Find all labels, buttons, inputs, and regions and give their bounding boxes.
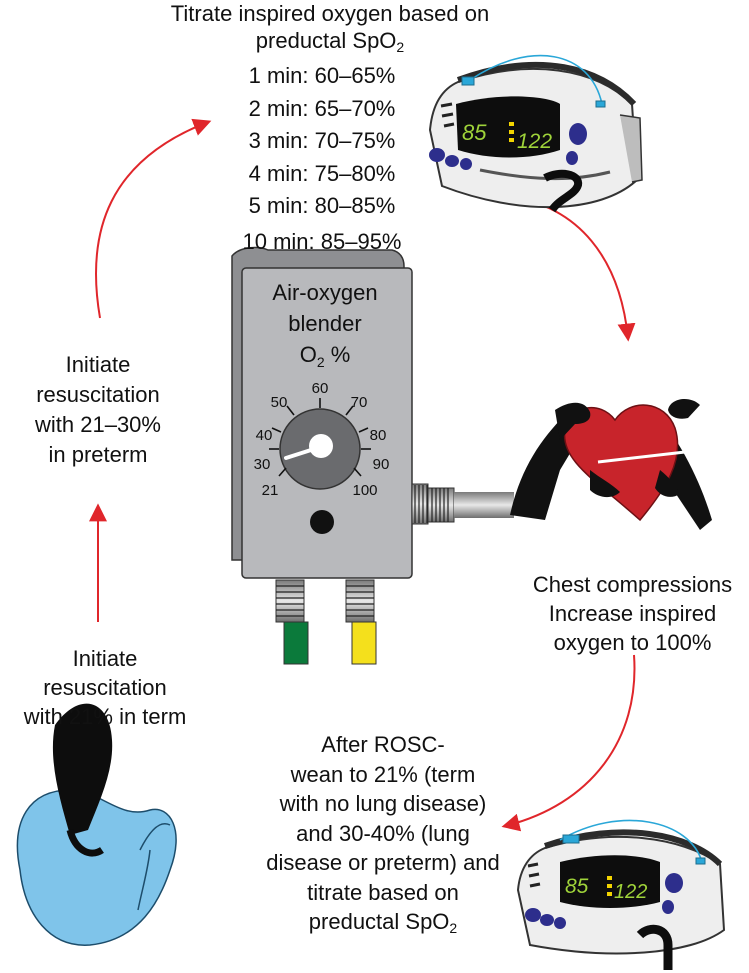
target-3min: 3 min: 70–75% — [248, 128, 396, 153]
rosc-line3: with no lung disease) — [279, 791, 487, 816]
target-5min: 5 min: 80–85% — [248, 193, 396, 218]
blender-title-o: O — [300, 342, 317, 367]
dial-label-90: 90 — [373, 456, 390, 473]
rosc-line5: disease or preterm) and — [266, 850, 500, 875]
target-2min: 2 min: 65–70% — [248, 95, 396, 121]
titrate-targets: 1 min: 60–65% 2 min: 65–70% 3 min: 70–75… — [222, 60, 422, 258]
sensor-cable-icon — [469, 54, 603, 105]
preterm-line1: Initiate — [65, 352, 131, 377]
rosc-line4: and 30-40% (lung — [296, 820, 470, 846]
monitor-bottom-spo2: 85 — [565, 875, 589, 898]
term-line2: resuscitation — [43, 675, 167, 700]
target-1min: 1 min: 60–65% — [248, 63, 396, 88]
arrow-monitor-to-heart — [504, 195, 636, 342]
dial-label-40: 40 — [256, 427, 273, 444]
pulse-oximeter-bottom: 85 122 — [516, 819, 726, 970]
dial-label-60: 60 — [312, 380, 329, 397]
titrate-heading-sub: 2 — [396, 39, 405, 55]
compressions-instruction: Chest compressions Increase inspired oxy… — [516, 570, 749, 657]
preterm-line4: in preterm — [48, 442, 148, 467]
titrate-heading-line2: preductal SpO — [255, 28, 397, 53]
compressions-line3: oxygen to 100% — [553, 630, 712, 655]
rosc-line7: preductal SpO — [308, 909, 450, 934]
target-10min: 10 min: 85–95% — [242, 228, 402, 254]
heart-hands-icon — [510, 398, 712, 530]
preterm-line3: with 21–30% — [35, 412, 161, 437]
dial-label-21: 21 — [262, 482, 279, 499]
dial-label-70: 70 — [351, 394, 368, 411]
arrow-preterm-to-titrate — [94, 118, 212, 319]
sensor-cable-icon-bottom — [559, 819, 703, 863]
term-instruction: Initiate resuscitation with 21% in term — [0, 644, 210, 731]
dial-label-80: 80 — [370, 427, 387, 444]
compressions-line2: Increase inspired — [548, 601, 717, 626]
dial-label-50: 50 — [271, 394, 288, 411]
target-4min: 4 min: 75–80% — [248, 160, 396, 186]
titrate-heading: Titrate inspired oxygen based on preduct… — [120, 0, 540, 54]
term-line3: with 21% in term — [23, 704, 187, 729]
dial-label-100: 100 — [352, 482, 377, 499]
dial-label-30: 30 — [254, 456, 271, 473]
blender-title-sub: 2 — [317, 354, 325, 370]
svg-text:O2 %: O2 % — [300, 342, 351, 370]
arrow-compressions-to-rosc — [501, 654, 636, 832]
air-oxygen-blender: 21 30 40 50 60 70 80 90 100 — [231, 246, 514, 665]
pulse-oximeter-top: 85 122 — [428, 54, 643, 213]
newborn-baby-icon — [16, 703, 177, 946]
compressions-line1: Chest compressions — [532, 572, 733, 597]
blender-title-line2: blender — [288, 311, 361, 336]
preterm-instruction: Initiate resuscitation with 21–30% in pr… — [0, 350, 196, 470]
monitor-top-pulse: 122 — [517, 130, 552, 153]
rosc-line6: titrate based on — [307, 879, 459, 905]
blender-title-line1: Air-oxygen — [272, 280, 377, 305]
preterm-line2: resuscitation — [36, 382, 160, 407]
rosc-line7-sub: 2 — [449, 920, 458, 936]
blender-title-suffix: % — [325, 342, 351, 367]
rosc-line2: wean to 21% (term — [290, 761, 476, 787]
monitor-bottom-pulse: 122 — [614, 881, 647, 903]
rosc-line1: After ROSC- — [321, 732, 445, 757]
titrate-heading-line1: Titrate inspired oxygen based on — [170, 1, 490, 26]
monitor-top-spo2: 85 — [462, 120, 487, 145]
term-line1: Initiate — [72, 646, 138, 671]
rosc-instruction: After ROSC- wean to 21% (term with no lu… — [252, 730, 514, 937]
